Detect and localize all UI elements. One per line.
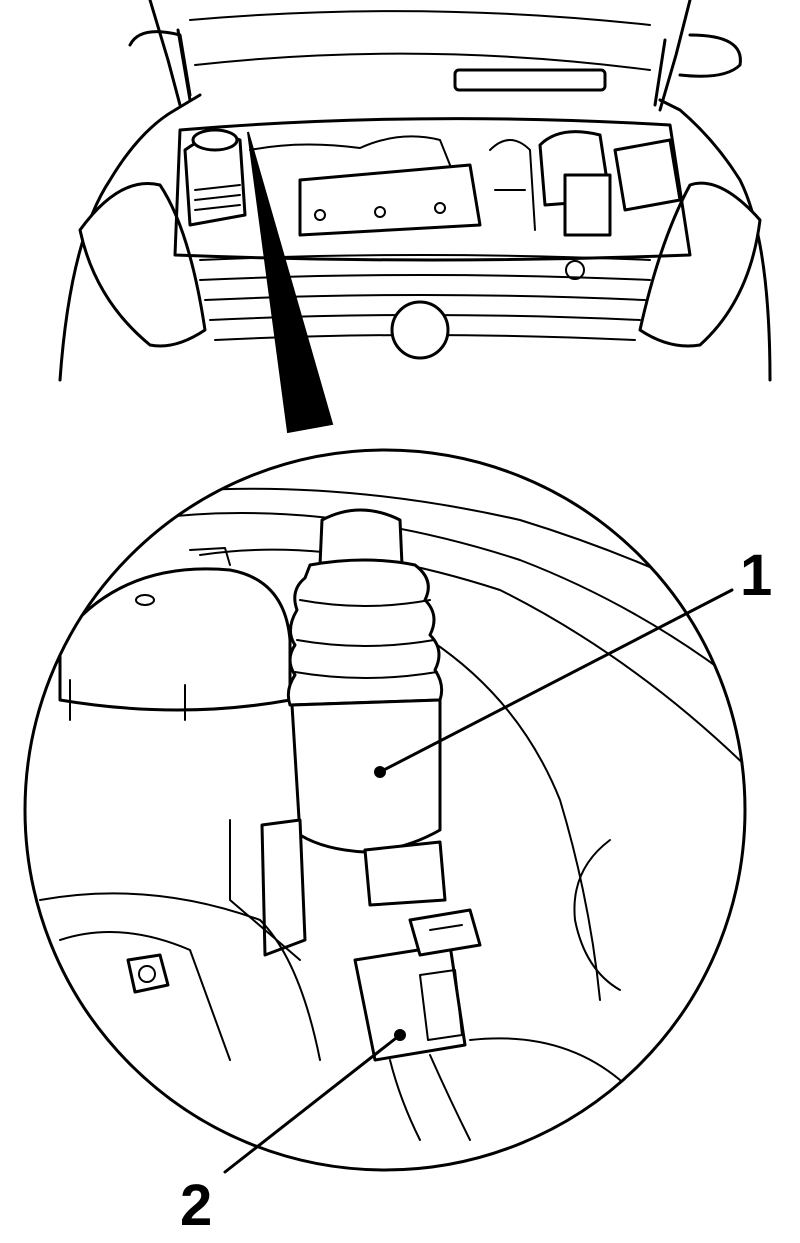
latch-slot	[429, 924, 463, 931]
callout-1-leader	[378, 588, 734, 774]
sensor-bracket	[260, 818, 307, 957]
badge-emblem	[390, 300, 450, 360]
lower-panel	[59, 931, 231, 1061]
bonnet-struts	[176, 28, 667, 107]
mount-bolt	[138, 965, 156, 983]
hose-edge	[469, 1037, 621, 1081]
car-front-overview	[58, 0, 772, 382]
left-headlamp	[78, 182, 207, 348]
boot-folds	[294, 599, 438, 679]
panel-contour	[199, 548, 745, 781]
grille-line	[199, 274, 651, 281]
reservoir-cap	[191, 128, 239, 152]
bonnet-latch	[453, 68, 607, 92]
detail-view	[39, 487, 745, 1141]
connector-latch	[408, 908, 482, 957]
connector-neck	[363, 840, 447, 907]
cap-ribs	[69, 679, 186, 721]
left-mirror	[128, 30, 192, 97]
electrical-connector	[353, 943, 467, 1062]
washer-pipes	[489, 139, 536, 231]
sensor-body	[290, 698, 442, 854]
connector-housing	[419, 969, 463, 1041]
magnifier-pointer	[247, 131, 334, 434]
reservoir-ribs	[194, 184, 241, 211]
lock-post	[565, 260, 585, 280]
callout-2-label: 2	[180, 1173, 212, 1238]
bonnet-underside-line	[194, 52, 651, 71]
intake-hose	[249, 135, 451, 166]
engine-cover	[298, 163, 482, 237]
cover-bolt	[314, 209, 326, 221]
cover-bolt	[434, 202, 446, 214]
cap-tab	[189, 547, 231, 566]
panel-contour	[139, 512, 745, 701]
grille-line	[204, 294, 646, 301]
fuse-box	[563, 173, 612, 237]
rubber-boot	[286, 558, 444, 707]
battery	[613, 138, 682, 212]
right-mirror	[678, 33, 742, 78]
mount-nut	[126, 953, 170, 994]
bonnet-lower-edge	[189, 10, 651, 26]
sensor-top	[318, 508, 404, 567]
detail-circle-border	[23, 448, 747, 1172]
callout-1-label: 1	[740, 543, 772, 608]
cap-vent	[135, 594, 155, 606]
panel-contour	[429, 639, 601, 1001]
right-fender	[658, 98, 772, 382]
lower-panel	[39, 892, 321, 1061]
level-sensor	[260, 508, 482, 1141]
wiring-harness	[389, 1054, 471, 1141]
panel-curl	[573, 839, 621, 991]
cover-bolt	[374, 206, 386, 218]
grille-line	[199, 254, 651, 261]
reservoir-cap-detail	[58, 567, 292, 712]
engine-bay-outline	[173, 117, 692, 262]
bracket-edge	[229, 819, 301, 961]
right-headlamp	[638, 181, 762, 348]
callout-2-leader	[223, 1033, 402, 1174]
bonnet-edges	[148, 0, 692, 112]
left-fender	[58, 93, 202, 382]
